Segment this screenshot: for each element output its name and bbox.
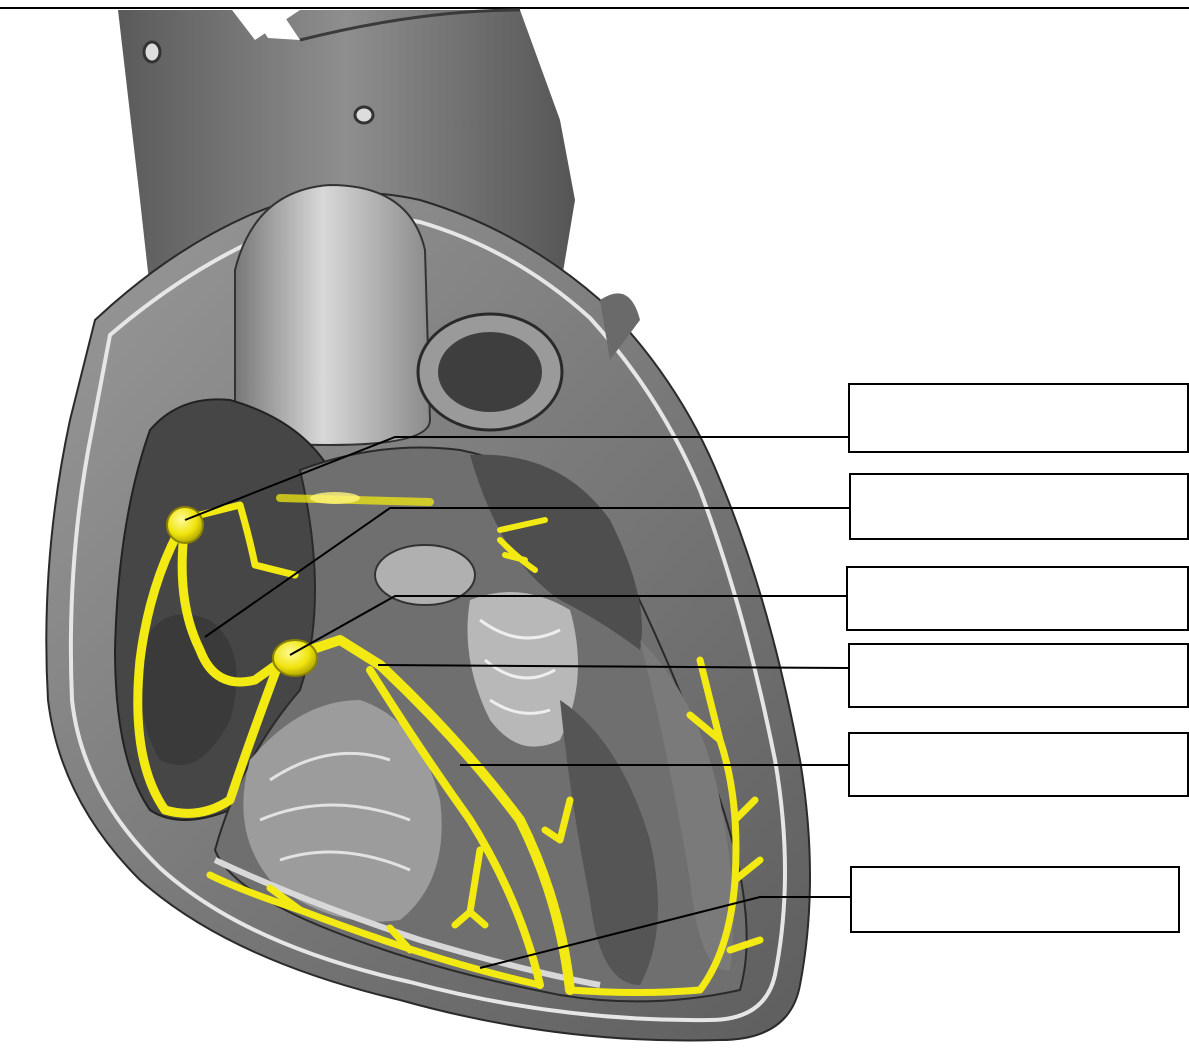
bachmann-node-glow (310, 492, 360, 504)
label-box-6[interactable] (850, 866, 1180, 933)
av-node (273, 640, 317, 676)
pulmonary-vessel (418, 314, 562, 430)
label-box-4[interactable] (848, 643, 1189, 708)
label-box-1[interactable] (848, 383, 1189, 453)
label-box-5[interactable] (848, 732, 1189, 797)
label-box-3[interactable] (846, 566, 1189, 631)
sa-node (167, 507, 203, 543)
label-box-2[interactable] (849, 473, 1189, 540)
